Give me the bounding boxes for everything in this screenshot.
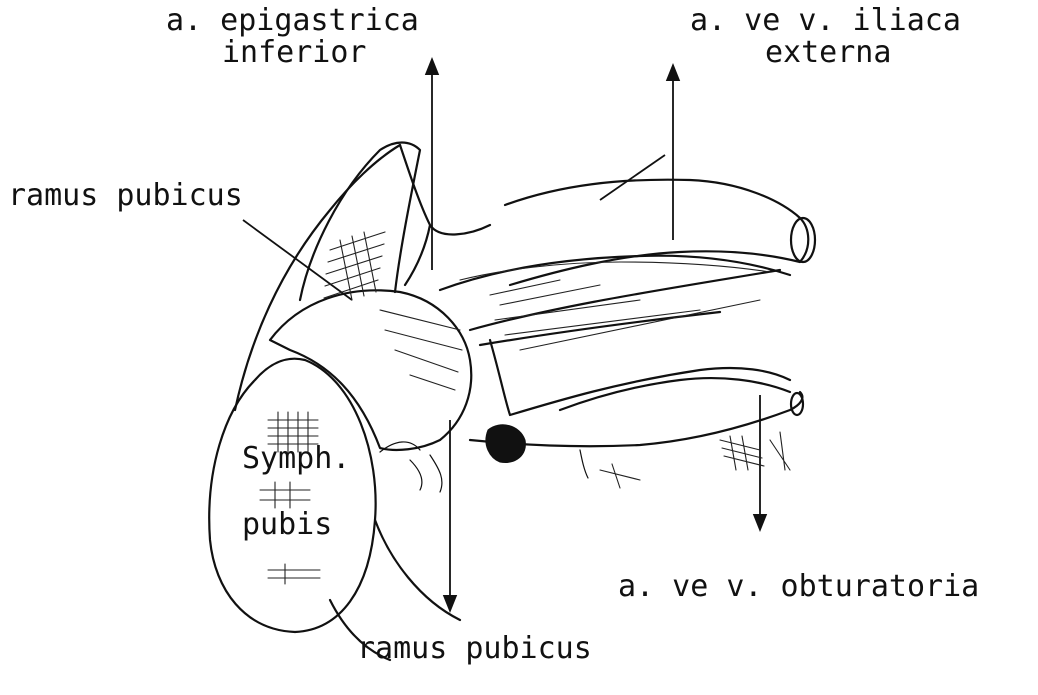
label-iliaca-line1: a. ve v. iliaca: [690, 3, 961, 38]
inguinal-ligament: [235, 145, 400, 410]
pubic-body-outline: [270, 290, 471, 450]
obturator-node: [486, 425, 526, 463]
hatch-lower-right: [600, 432, 790, 488]
label-iliaca-line2: externa: [765, 35, 891, 70]
label-obturatoria: a. ve v. obturatoria: [618, 569, 979, 604]
iliac-vessel-lumen: [791, 218, 815, 262]
label-ramus-pubicus-lower: ramus pubicus: [357, 631, 592, 666]
hatch-symphysis: [260, 412, 320, 584]
label-symphysis-line1: Symph.: [242, 441, 350, 476]
iliac-vessel-upper: [505, 180, 808, 285]
label-epigastrica-line1: a. epigastrica: [166, 3, 419, 38]
label-symphysis-line2: pubis: [242, 507, 332, 542]
label-ramus-pubicus-upper: ramus pubicus: [8, 178, 243, 213]
obturator-branch: [560, 378, 790, 410]
label-epigastrica-line2: inferior: [222, 35, 367, 70]
epigastric-vessel: [400, 145, 490, 285]
obturator-canal: [490, 340, 790, 415]
hatch-ramus: [324, 232, 385, 300]
obturator-vessel-lumen: [791, 393, 803, 415]
pointer-iliaca-vessel: [600, 155, 665, 200]
symphysis-outline: [209, 359, 375, 632]
